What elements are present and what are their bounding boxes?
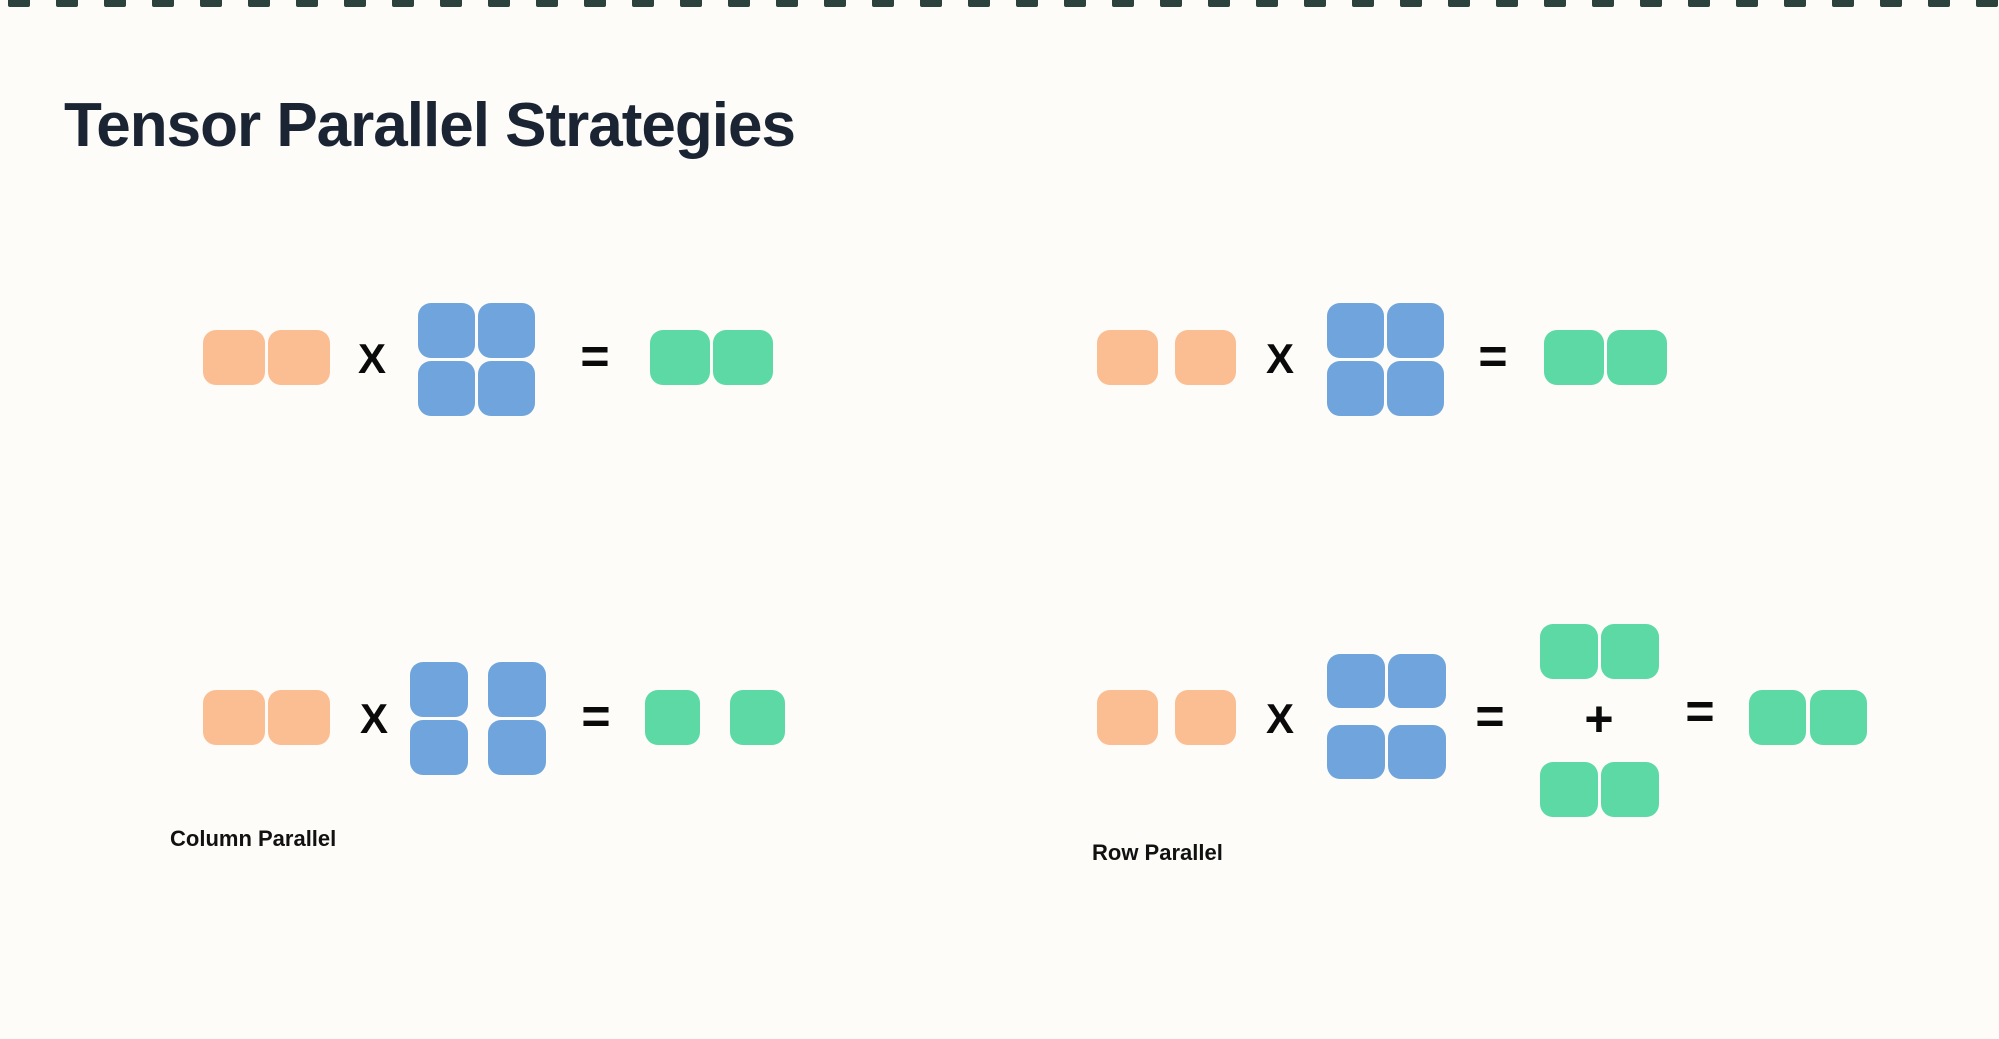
weight-block — [1387, 303, 1444, 358]
weight-block — [410, 662, 468, 717]
weight-block — [418, 361, 475, 416]
partial-output-block — [1540, 624, 1598, 679]
equals-operator: = — [1685, 683, 1715, 739]
top-dash — [440, 0, 462, 7]
output-block — [650, 330, 710, 385]
weight-block — [1388, 654, 1446, 708]
output-block — [1810, 690, 1867, 745]
top-dash — [1496, 0, 1518, 7]
weight-block — [1327, 654, 1385, 708]
input-block — [268, 690, 330, 745]
input-block — [1097, 330, 1158, 385]
weight-block — [1387, 361, 1444, 416]
top-dash — [392, 0, 414, 7]
weight-block — [478, 361, 535, 416]
top-dash — [1208, 0, 1230, 7]
weight-block — [1327, 725, 1385, 779]
weight-block — [488, 662, 546, 717]
equals-operator: = — [581, 688, 611, 744]
top-dash — [728, 0, 750, 7]
row-parallel-label: Row Parallel — [1092, 840, 1223, 865]
input-block — [268, 330, 330, 385]
top-dash — [248, 0, 270, 7]
top-dash — [584, 0, 606, 7]
weight-block — [488, 720, 546, 775]
top-dash — [1160, 0, 1182, 7]
top-dash — [1736, 0, 1758, 7]
weight-block — [1388, 725, 1446, 779]
top-dash-strip — [8, 0, 1999, 7]
output-block — [1749, 690, 1806, 745]
output-block — [713, 330, 773, 385]
input-block — [1097, 690, 1158, 745]
output-block — [645, 690, 700, 745]
top-dash — [536, 0, 558, 7]
top-dash — [872, 0, 894, 7]
top-dash — [1352, 0, 1374, 7]
top-dash — [152, 0, 174, 7]
plus-operator: + — [1584, 691, 1614, 747]
weight-block — [410, 720, 468, 775]
top-dash — [632, 0, 654, 7]
top-dash — [1592, 0, 1614, 7]
top-dash — [1304, 0, 1326, 7]
top-dash — [200, 0, 222, 7]
top-dash — [680, 0, 702, 7]
output-block — [730, 690, 785, 745]
top-dash — [56, 0, 78, 7]
equals-operator: = — [1475, 688, 1505, 744]
multiply-operator: X — [1265, 695, 1295, 742]
top-dash — [1832, 0, 1854, 7]
top-dash — [1112, 0, 1134, 7]
top-dash — [1448, 0, 1470, 7]
top-dash — [488, 0, 510, 7]
top-dash — [1544, 0, 1566, 7]
partial-output-block — [1601, 762, 1659, 817]
top-dash — [8, 0, 30, 7]
top-dash — [824, 0, 846, 7]
equals-operator: = — [580, 328, 610, 384]
top-dash — [104, 0, 126, 7]
multiply-operator: X — [357, 335, 387, 382]
top-dash — [1064, 0, 1086, 7]
weight-block — [418, 303, 475, 358]
output-block — [1607, 330, 1667, 385]
partial-output-block — [1601, 624, 1659, 679]
multiply-operator: X — [1265, 335, 1295, 382]
top-dash — [296, 0, 318, 7]
top-dash — [1688, 0, 1710, 7]
output-block — [1544, 330, 1604, 385]
top-dash — [1880, 0, 1902, 7]
top-dash — [1256, 0, 1278, 7]
top-dash — [920, 0, 942, 7]
weight-block — [478, 303, 535, 358]
top-dash — [1400, 0, 1422, 7]
input-block — [1175, 690, 1236, 745]
input-block — [203, 330, 265, 385]
top-dash — [344, 0, 366, 7]
partial-output-block — [1540, 762, 1598, 817]
equals-operator: = — [1478, 328, 1508, 384]
top-dash — [1976, 0, 1998, 7]
weight-block — [1327, 361, 1384, 416]
page-title: Tensor Parallel Strategies — [64, 90, 796, 160]
weight-block — [1327, 303, 1384, 358]
top-dash — [776, 0, 798, 7]
top-dash — [1640, 0, 1662, 7]
column-parallel-label: Column Parallel — [170, 826, 337, 851]
top-dash — [968, 0, 990, 7]
input-block — [203, 690, 265, 745]
input-block — [1175, 330, 1236, 385]
multiply-operator: X — [359, 695, 389, 742]
top-dash — [1016, 0, 1038, 7]
top-dash — [1928, 0, 1950, 7]
top-dash — [1784, 0, 1806, 7]
